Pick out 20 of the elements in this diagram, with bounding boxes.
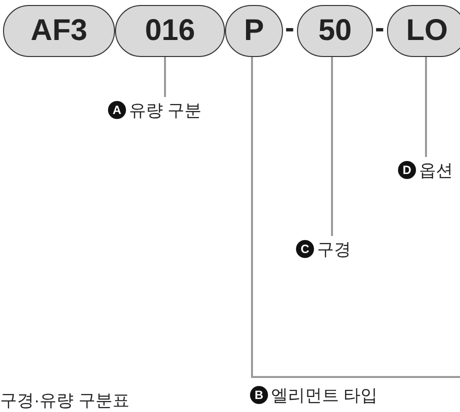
callout-label: 엘리먼트 타입 xyxy=(271,384,378,406)
code-segment: LO xyxy=(387,5,460,57)
code-segment: P xyxy=(225,5,283,57)
callout-label: 구경 xyxy=(317,238,351,260)
letter-badge: A xyxy=(108,101,126,119)
leader-line xyxy=(331,57,333,236)
table-caption: 구경·유량 구분표 xyxy=(0,390,130,412)
code-segment: AF3 xyxy=(3,5,115,57)
letter-badge: C xyxy=(296,240,314,258)
letter-badge: B xyxy=(250,386,268,404)
callout-label: 유량 구분 xyxy=(129,100,202,122)
leader-line xyxy=(425,57,427,157)
dash-sign: - xyxy=(285,12,294,44)
callout-label: 옵션 xyxy=(419,160,453,182)
letter-badge: D xyxy=(398,161,416,179)
leader-line xyxy=(164,57,166,97)
dash-sign: - xyxy=(375,12,384,44)
code-segment: 50 xyxy=(297,5,373,57)
leader-line xyxy=(251,57,460,378)
code-segment: 016 xyxy=(115,5,225,57)
